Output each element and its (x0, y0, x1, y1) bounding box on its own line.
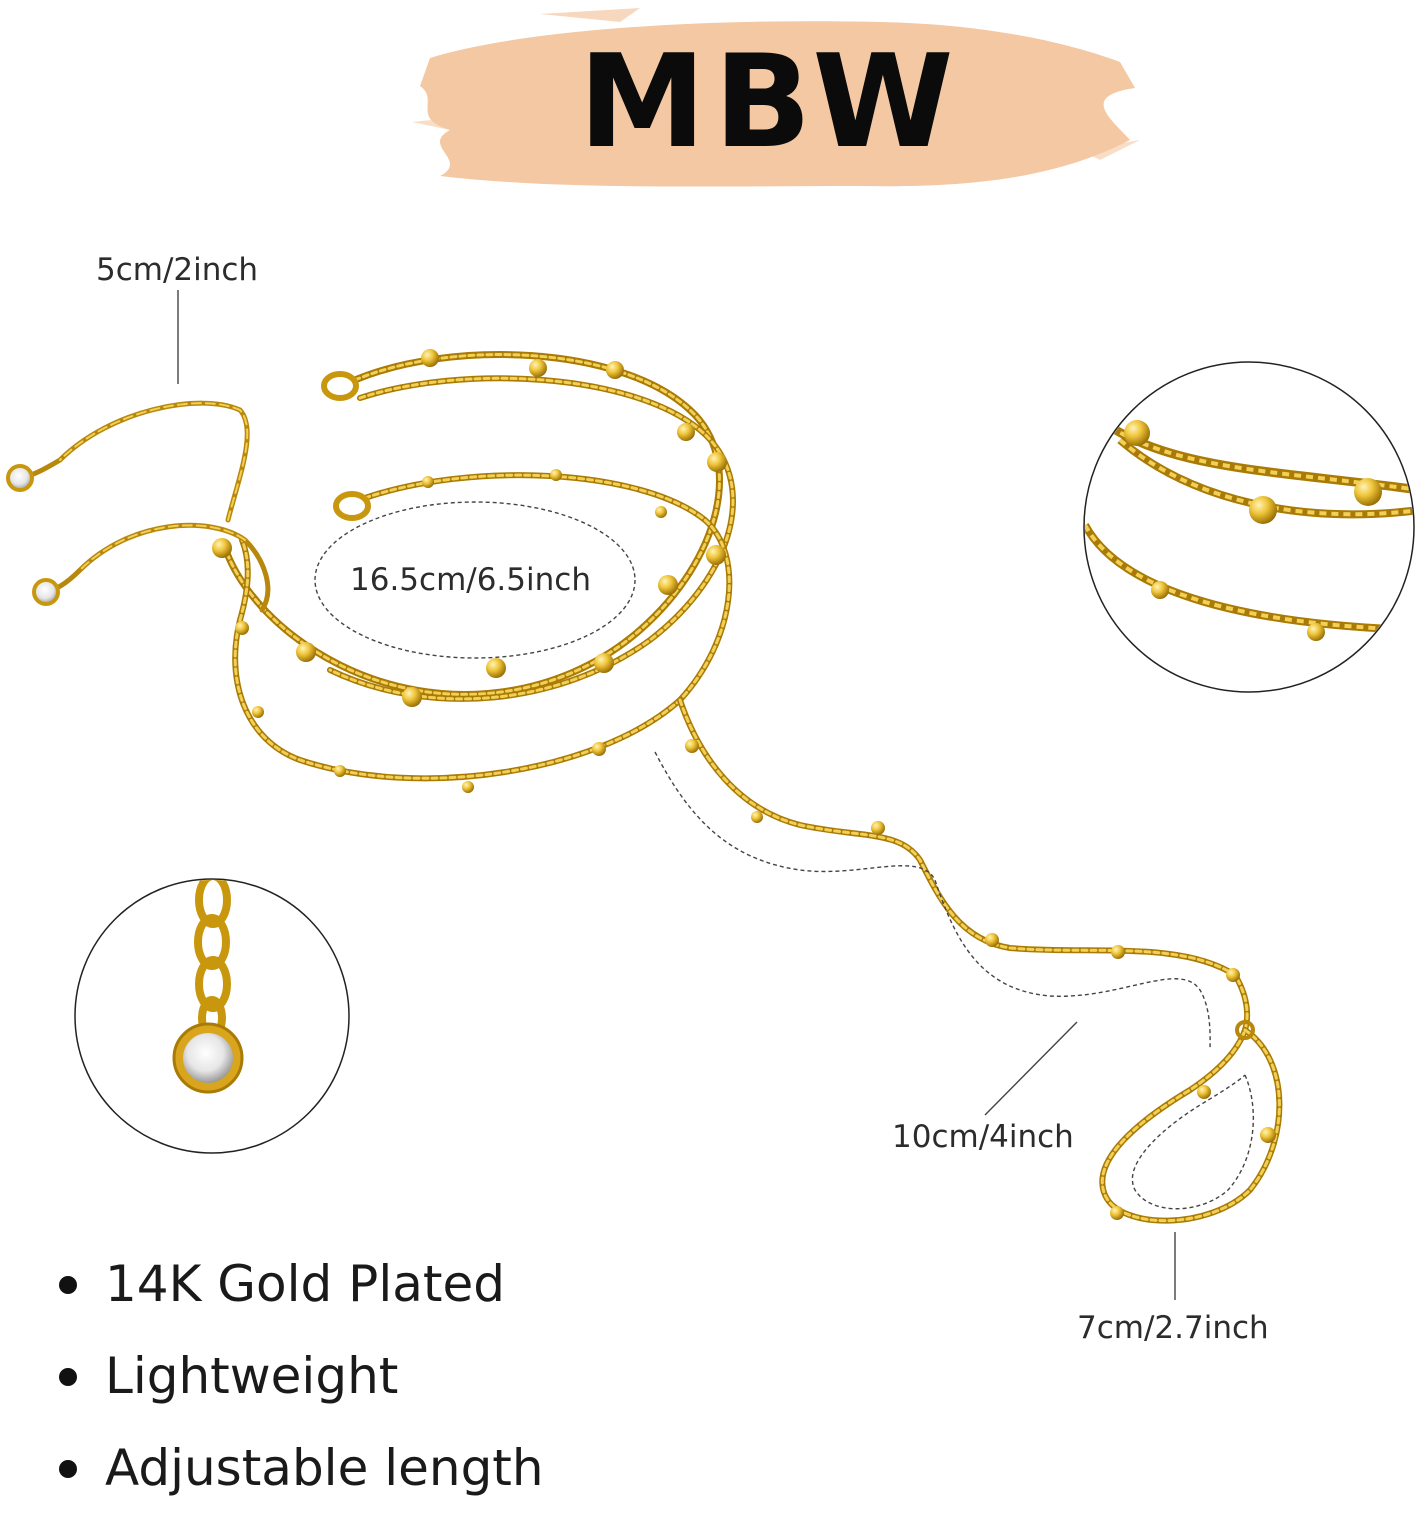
extender-length-label: 5cm/2inch (96, 252, 259, 288)
feature-item: Adjustable length (55, 1436, 544, 1528)
feature-text: Adjustable length (105, 1439, 544, 1497)
feature-text: Lightweight (105, 1347, 399, 1405)
ring-length-label: 7cm/2.7inch (1077, 1310, 1269, 1346)
bracelet-length-label: 16.5cm/6.5inch (350, 562, 591, 598)
feature-item: Lightweight (55, 1344, 544, 1436)
charm-icon (6, 464, 60, 606)
clasp-icon (321, 371, 371, 521)
chain-beads (212, 349, 1276, 1220)
dimension-lines (177, 290, 1254, 1300)
bullet-icon (59, 1460, 77, 1478)
feature-item: 14K Gold Plated (55, 1252, 544, 1344)
zoom-detail-charm (74, 878, 350, 1154)
feature-text: 14K Gold Plated (105, 1255, 505, 1313)
connector-length-label: 10cm/4inch (892, 1119, 1074, 1155)
zoom-detail-chain (1083, 361, 1415, 693)
feature-list: 14K Gold Plated Lightweight Adjustable l… (55, 1252, 544, 1528)
brush-stroke-background (412, 8, 1140, 187)
brand-logo: MBW (578, 28, 962, 177)
bullet-icon (59, 1368, 77, 1386)
bullet-icon (59, 1276, 77, 1294)
